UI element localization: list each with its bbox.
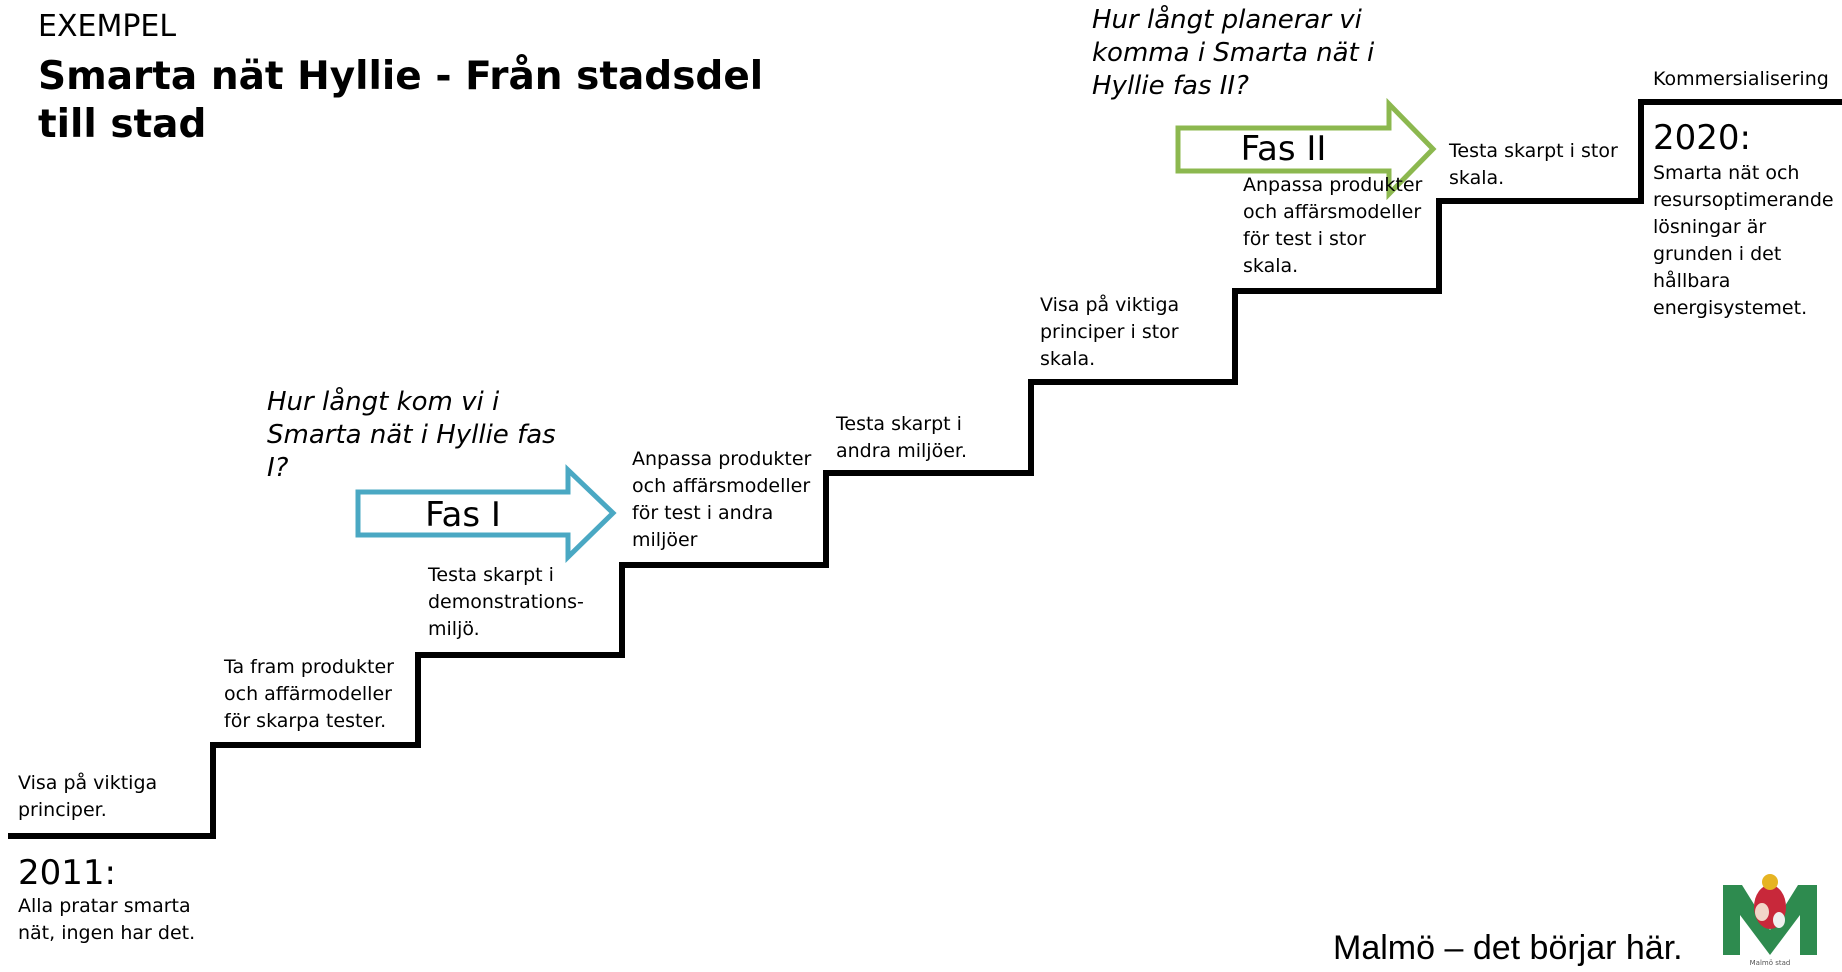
start-year: 2011: xyxy=(18,853,116,893)
fas-2-label: Fas II xyxy=(1240,129,1327,169)
step-label-1: Visa på viktiga principer. xyxy=(18,772,158,821)
fas-1-label: Fas I xyxy=(425,495,501,535)
step-label-4: Anpassa produkter och affärsmodeller för… xyxy=(632,448,812,551)
footer-slogan: Malmö – det börjar här. xyxy=(1333,929,1683,967)
step-label-8: Testa skarpt i stor skala. xyxy=(1449,140,1618,189)
step-label-7: Anpassa produkter och affärsmodeller för… xyxy=(1243,174,1423,277)
fas-2-arrow xyxy=(1175,97,1437,201)
step-label-2: Ta fram produkter och affärmodeller för … xyxy=(224,656,394,732)
step-label-5: Testa skarpt i andra miljöer. xyxy=(836,413,968,462)
overline: EXEMPEL xyxy=(38,9,177,44)
end-description: Smarta nät och resursoptimerande lösning… xyxy=(1653,162,1834,319)
phase-1-question: Hur långt kom vi i Smarta nät i Hyllie f… xyxy=(267,387,556,483)
end-top-label: Kommersialisering xyxy=(1653,68,1829,90)
malmo-stad-logo-text: Malmö stad xyxy=(1750,959,1791,967)
malmo-stad-logo xyxy=(1719,872,1820,964)
page-title: Smarta nät Hyllie - Från stadsdel till s… xyxy=(38,54,764,147)
phase-2-question: Hur långt planerar vi komma i Smarta nät… xyxy=(1092,5,1375,101)
step-label-6: Visa på viktiga principer i stor skala. xyxy=(1040,294,1180,370)
end-year: 2020: xyxy=(1653,118,1751,158)
step-label-3: Testa skarpt i demonstrations- miljö. xyxy=(428,564,584,640)
fas-1-arrow xyxy=(355,464,617,563)
staircase-line xyxy=(8,99,1842,839)
start-description: Alla pratar smarta nät, ingen har det. xyxy=(18,895,196,944)
